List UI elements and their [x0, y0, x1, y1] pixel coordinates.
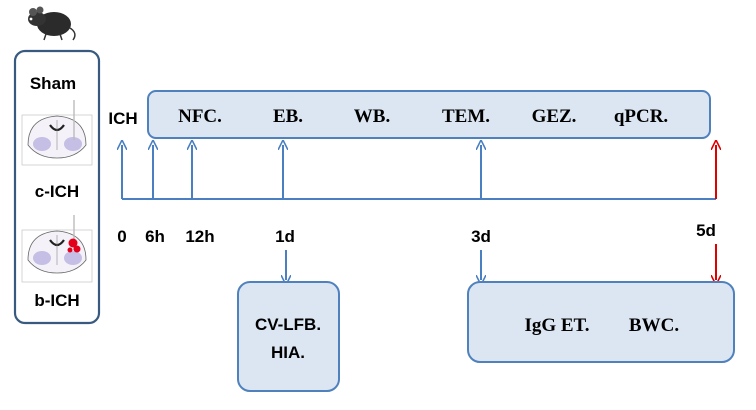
tick-label-1d: 1d: [275, 227, 295, 246]
tick-label-12h: 12h: [185, 227, 214, 246]
brain-section-lesion-icon: [21, 215, 93, 283]
assay-igg-et: IgG ET.: [524, 315, 589, 336]
tick-label-0: 0: [117, 227, 126, 246]
hemorrhage-lesion: [68, 238, 78, 248]
mouse-icon: [28, 6, 76, 41]
assay-tem: TEM.: [442, 106, 490, 127]
assay-eb: EB.: [273, 106, 303, 127]
assay-bwc: BWC.: [629, 315, 679, 336]
assay-cv-lfb: CV-LFB.: [255, 315, 321, 334]
group-label-c-ich: c-ICH: [35, 182, 79, 201]
brain-section-icon: [21, 100, 93, 166]
top-assay-panel: [147, 90, 711, 139]
assay-gez: GEZ.: [532, 106, 577, 127]
bottom-right-assay-panel: [467, 281, 735, 363]
timeline-start-label: ICH: [108, 109, 137, 128]
group-label-sham: Sham: [30, 74, 76, 93]
assay-hia: HIA.: [271, 343, 305, 362]
group-label-b-ich: b-ICH: [34, 291, 79, 310]
assay-wb: WB.: [354, 106, 390, 127]
assay-qpcr: qPCR.: [614, 106, 668, 127]
tick-label-3d: 3d: [471, 227, 491, 246]
tick-label-6h: 6h: [145, 227, 165, 246]
assay-nfc: NFC.: [178, 106, 222, 127]
tick-label-5d: 5d: [696, 221, 716, 240]
bottom-left-assay-panel: [237, 281, 340, 392]
